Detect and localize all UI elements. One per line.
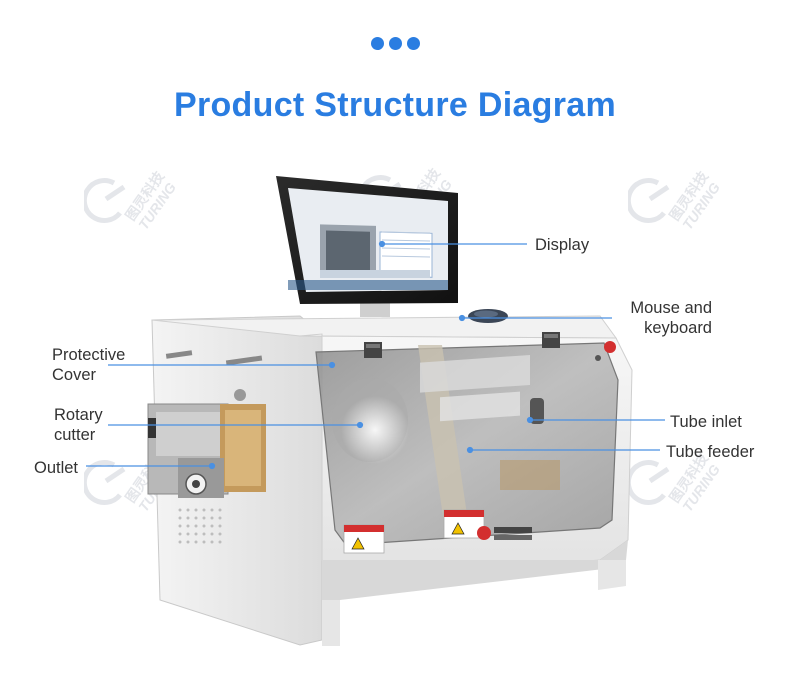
- emergency-stop-icon: [595, 341, 616, 361]
- header-dots: [371, 37, 420, 50]
- dot-icon: [371, 37, 384, 50]
- label-mouse-line2: keyboard: [644, 319, 712, 337]
- label-tube-inlet: Tube inlet: [670, 413, 742, 431]
- watermark-logo-icon: 图灵科技 TURING: [81, 165, 194, 235]
- label-rotary-line2: cutter: [54, 426, 96, 444]
- label-tube-feeder: Tube feeder: [666, 443, 755, 461]
- dot-icon: [389, 37, 402, 50]
- vent-grille: [178, 508, 222, 544]
- protective-cover-glass: [315, 342, 619, 546]
- label-display: Display: [535, 236, 590, 254]
- outlet-assembly: [147, 403, 266, 498]
- label-protective-cover: Protective Cover: [52, 345, 125, 385]
- label-mouse-keyboard: Mouse and keyboard: [612, 298, 712, 338]
- label-mouse-line1: Mouse and: [630, 299, 712, 317]
- label-protective-line1: Protective: [52, 346, 126, 364]
- label-outlet: Outlet: [34, 459, 79, 477]
- front-logo-icon: [477, 526, 532, 540]
- label-protective-line2: Cover: [52, 366, 97, 384]
- watermark-logo-icon: 图灵科技 TURING: [625, 447, 738, 517]
- hinge-icon: [364, 332, 560, 358]
- monitor: [276, 176, 458, 304]
- dot-icon: [407, 37, 420, 50]
- mouse-icon: [468, 309, 508, 323]
- watermark-logo-icon: 图灵科技 TURING: [625, 165, 738, 235]
- side-clip-icon: [165, 350, 263, 401]
- page-title: Product Structure Diagram: [173, 86, 617, 124]
- label-rotary-line1: Rotary: [54, 406, 103, 424]
- label-rotary-cutter: Rotary cutter: [54, 405, 103, 445]
